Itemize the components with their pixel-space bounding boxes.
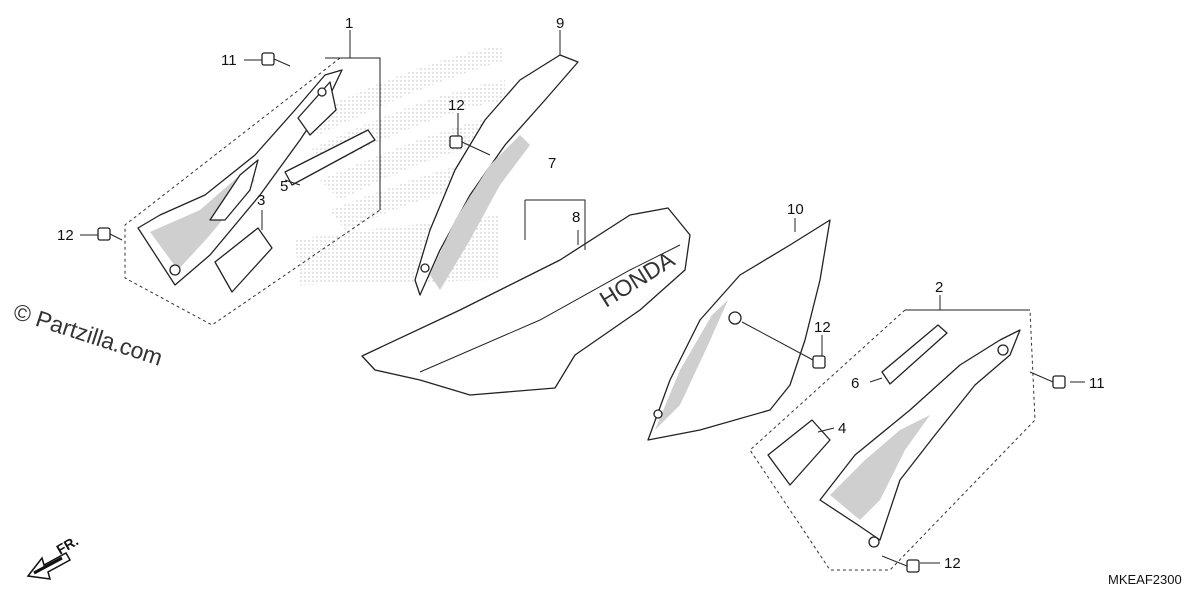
- front-direction-arrow-icon: [26, 551, 72, 580]
- callout-11-right: 11: [1089, 375, 1105, 392]
- callout-4: 4: [838, 420, 846, 437]
- bolt-11-right: [1029, 371, 1066, 389]
- callout-12-panel: 12: [814, 319, 831, 336]
- part-9-cover: [414, 30, 579, 296]
- diagram-code: MKEAF2300: [1108, 572, 1182, 587]
- callout-11-left: 11: [221, 52, 237, 69]
- part-10-panel: [647, 218, 831, 441]
- bolt-12-left: [97, 227, 123, 241]
- callout-1: 1: [345, 15, 353, 32]
- part-5-strip: [284, 129, 376, 186]
- callout-9: 9: [556, 15, 564, 32]
- watermark-text: © Partzilla.com: [10, 298, 165, 371]
- front-direction-label: FR.: [54, 532, 82, 557]
- bolt-12-middle: [449, 135, 491, 156]
- right-side-cover-assembly: [749, 295, 1036, 571]
- callout-7: 7: [548, 155, 556, 172]
- callout-12-bottom: 12: [944, 555, 961, 572]
- bolt-12-right-panel: [741, 321, 826, 369]
- callout-8: 8: [572, 209, 580, 226]
- bolt-11-left: [261, 52, 291, 67]
- callout-6: 6: [851, 375, 859, 392]
- part-3-pad: [214, 227, 273, 293]
- callout-5: 5: [280, 178, 288, 195]
- left-side-cover-assembly: [124, 30, 381, 326]
- callout-12-left: 12: [57, 227, 74, 244]
- callout-2: 2: [935, 279, 943, 296]
- part-4-pad: [767, 419, 831, 486]
- callout-12-middle: 12: [448, 97, 465, 114]
- callout-10: 10: [787, 201, 804, 218]
- part-6-strip: [881, 324, 948, 385]
- bolt-12-right-bottom: [881, 555, 920, 573]
- callout-3: 3: [257, 192, 265, 209]
